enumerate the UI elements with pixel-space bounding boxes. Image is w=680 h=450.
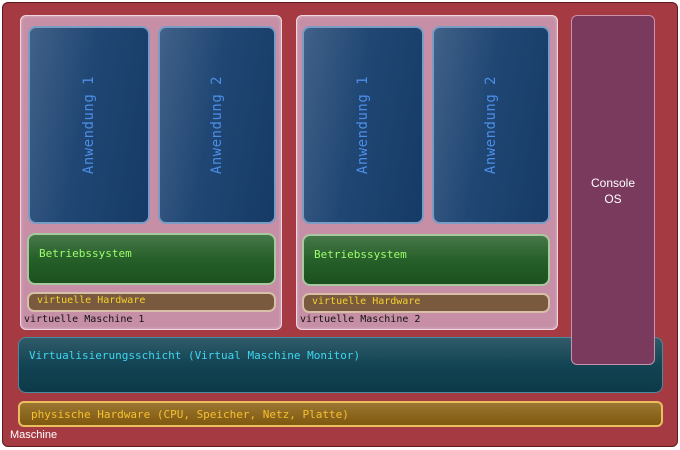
vm2-app-2-label: Anwendung 2 bbox=[483, 75, 499, 175]
vm1-operating-system-label: Betriebssystem bbox=[39, 247, 132, 260]
vm1-operating-system: Betriebssystem bbox=[27, 233, 276, 285]
console-os: Console OS bbox=[571, 15, 655, 365]
vm2-app-1: Anwendung 1 bbox=[302, 26, 424, 224]
vm1-label: virtuelle Maschine 1 bbox=[24, 314, 145, 325]
vm1-app-1-label: Anwendung 1 bbox=[81, 75, 97, 175]
vm1-app-2: Anwendung 2 bbox=[158, 26, 276, 224]
vm1-virtual-hardware-label: virtuelle Hardware bbox=[37, 295, 146, 306]
vm2-label: virtuelle Maschine 2 bbox=[300, 314, 421, 325]
vm1-app-2-label: Anwendung 2 bbox=[209, 75, 225, 175]
vm2-virtual-hardware-label: virtuelle Hardware bbox=[312, 296, 421, 307]
machine-label: Maschine bbox=[10, 429, 58, 441]
vm2-operating-system: Betriebssystem bbox=[302, 234, 550, 286]
vm2-app-1-label: Anwendung 1 bbox=[355, 75, 371, 175]
physical-hardware: physische Hardware (CPU, Speicher, Netz,… bbox=[18, 401, 663, 427]
virtualization-layer: Virtualisierungsschicht (Virtual Maschin… bbox=[18, 337, 663, 393]
vm1-app-1: Anwendung 1 bbox=[28, 26, 150, 224]
console-os-label: Console OS bbox=[590, 176, 636, 206]
physical-hardware-label: physische Hardware (CPU, Speicher, Netz,… bbox=[31, 408, 349, 421]
vm2-virtual-hardware: virtuelle Hardware bbox=[302, 293, 550, 313]
vm2-operating-system-label: Betriebssystem bbox=[314, 248, 407, 261]
vm2-app-2: Anwendung 2 bbox=[432, 26, 550, 224]
vm1-virtual-hardware: virtuelle Hardware bbox=[27, 292, 276, 312]
virtualization-layer-label: Virtualisierungsschicht (Virtual Maschin… bbox=[29, 349, 361, 362]
